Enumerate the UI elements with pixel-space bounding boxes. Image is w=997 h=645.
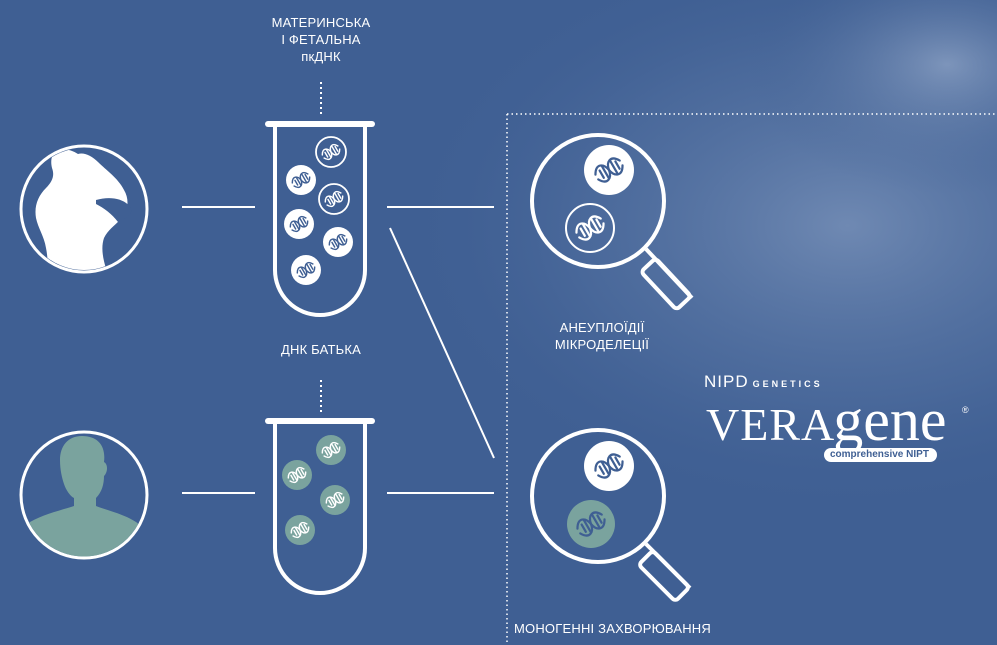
maternal-dna-particle [584,145,634,195]
paternal-dna-label: ДНК БАТЬКА [248,341,394,358]
monogenic-diseases-label: МОНОГЕННІ ЗАХВОРЮВАННЯ [514,620,766,637]
paternal-dna-particle [282,460,312,490]
label-line: МАТЕРИНСЬКА [248,14,394,31]
label-line: МІКРОДЕЛЕЦІЇ [520,336,684,353]
label-line: пкДНК [248,48,394,65]
paternal-dna-particle [320,485,350,515]
label-line: І ФЕТАЛЬНА [248,31,394,48]
maternal-dna-particle [284,209,314,239]
logo-product-suffix: gene [833,387,946,453]
logo-tagline: comprehensive NIPT [824,448,937,462]
veragene-logo: VERAgene [706,386,947,455]
maternal-dna-particle [584,441,634,491]
maternal-fetal-cfdna-label: МАТЕРИНСЬКА І ФЕТАЛЬНА пкДНК [248,14,394,65]
aneuploidy-microdeletion-label: АНЕУПЛОЇДІЇ МІКРОДЕЛЕЦІЇ [520,319,684,353]
paternal-dna-particle [285,515,315,545]
label-line: ДНК БАТЬКА [248,341,394,358]
maternal-dna-particle [323,227,353,257]
registered-mark: ® [962,405,969,415]
maternal-dna-particle [286,165,316,195]
label-line: МОНОГЕННІ ЗАХВОРЮВАННЯ [514,620,766,637]
paternal-dna-particle [316,435,346,465]
logo-product-prefix: VERA [706,399,835,450]
paternal-dna-particle [567,500,615,548]
maternal-dna-particle [291,255,321,285]
label-line: АНЕУПЛОЇДІЇ [520,319,684,336]
